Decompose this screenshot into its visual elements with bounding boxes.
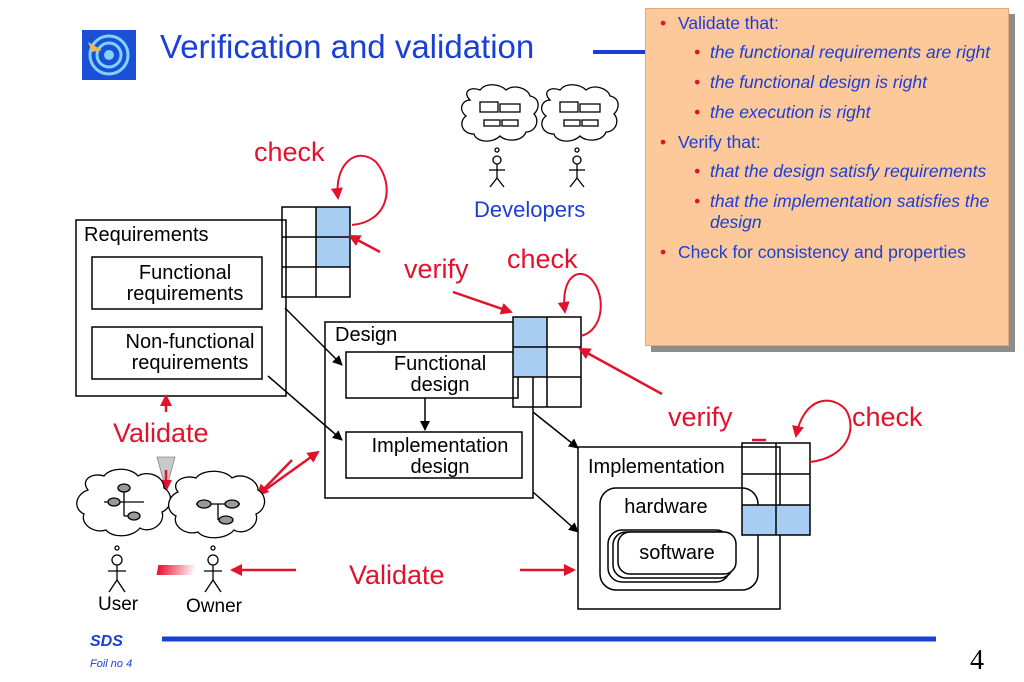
owner-label: Owner bbox=[186, 596, 242, 617]
developers-cloud-icon bbox=[460, 84, 619, 142]
owner-cloud-icon bbox=[168, 470, 266, 539]
callout-validate-item: the execution is right bbox=[656, 102, 1000, 123]
callout-validate-item: the functional requirements are right bbox=[656, 42, 1000, 63]
verify-label-implementation: verify bbox=[668, 402, 733, 432]
user-person-icon bbox=[108, 545, 126, 593]
callout-panel: Validate that: the functional requiremen… bbox=[645, 8, 1009, 346]
callout-verify-item: that the implementation satisfies the de… bbox=[656, 191, 1000, 233]
requirements-check-grid bbox=[281, 206, 351, 298]
footer-foil-number: Foil no 4 bbox=[90, 658, 133, 670]
implementation-design-box bbox=[345, 431, 523, 479]
check-label-requirements: check bbox=[254, 137, 325, 167]
user-label: User bbox=[98, 594, 139, 615]
functional-design-label: Functional design bbox=[393, 353, 487, 396]
functional-requirements-box bbox=[91, 256, 263, 310]
functional-requirements-label: Functional requirements bbox=[126, 262, 244, 305]
owner-person-icon bbox=[204, 545, 222, 593]
design-label: Design bbox=[335, 324, 398, 346]
check-label-implementation: check bbox=[852, 402, 923, 432]
hardware-label: hardware bbox=[624, 496, 708, 518]
software-label: software bbox=[639, 542, 715, 564]
check-label-design: check bbox=[507, 244, 578, 274]
flow-arrows bbox=[267, 307, 579, 533]
implementation-label: Implementation bbox=[588, 457, 725, 478]
footer-course: SDS bbox=[90, 633, 123, 650]
implementation-design-label: Implementation design bbox=[371, 435, 509, 478]
page-number: 4 bbox=[970, 645, 984, 676]
developers-label: Developers bbox=[474, 197, 586, 222]
callout-verify-heading: Verify that: bbox=[656, 132, 1000, 153]
callout-check-item: Check for consistency and properties bbox=[656, 242, 1000, 263]
page-title: Verification and validation bbox=[160, 28, 535, 65]
non-functional-requirements-label: Non-functional requirements bbox=[125, 331, 255, 374]
check-loop-arrows bbox=[330, 154, 852, 463]
validate-label-owner: Validate bbox=[349, 560, 445, 590]
implementation-check-grid bbox=[741, 442, 811, 536]
user-cloud-icon bbox=[76, 468, 172, 537]
verify-arrows bbox=[348, 234, 766, 442]
callout-validate-heading: Validate that: bbox=[656, 13, 1000, 34]
software-box bbox=[617, 531, 737, 575]
verify-label-design: verify bbox=[404, 254, 469, 284]
design-check-grid bbox=[512, 316, 582, 408]
developer-person-icon bbox=[489, 147, 585, 188]
callout-verify-item: that the design satisfy requirements bbox=[656, 161, 1000, 182]
callout-validate-item: the functional design is right bbox=[656, 72, 1000, 93]
non-functional-requirements-box bbox=[91, 326, 263, 380]
validate-label-user: Validate bbox=[113, 418, 209, 448]
requirements-label: Requirements bbox=[84, 224, 209, 246]
logo-icon bbox=[82, 30, 136, 80]
validate-arrows bbox=[156, 394, 576, 576]
